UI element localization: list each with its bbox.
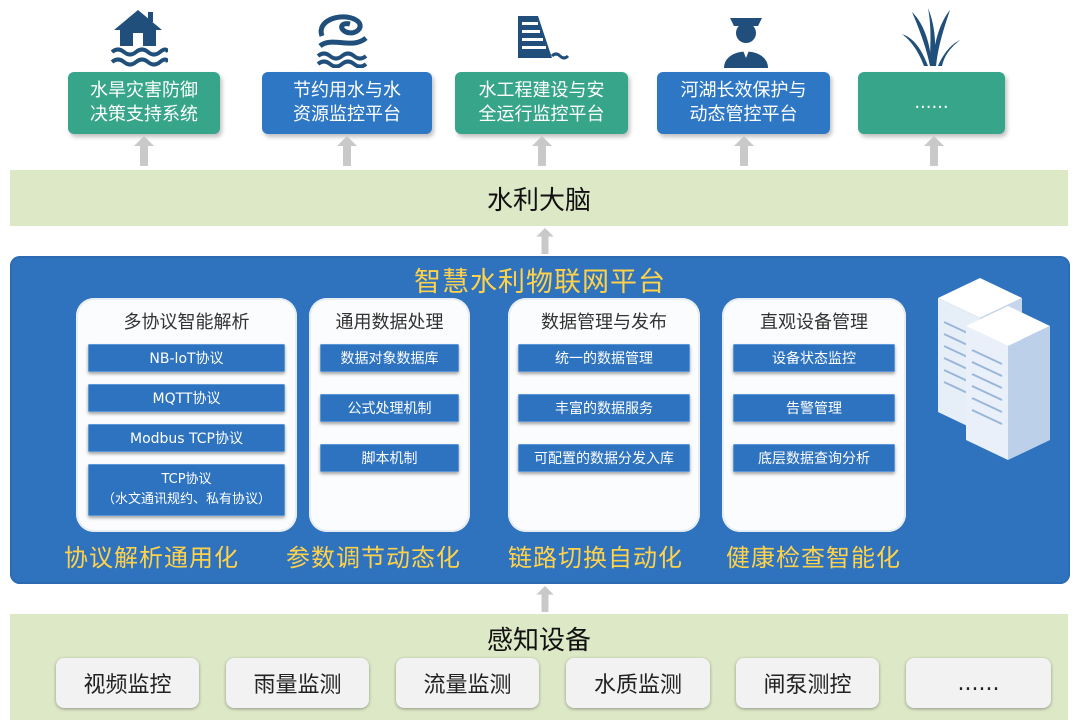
protocol-tcp-label: TCP协议	[161, 472, 212, 487]
card-title: 通用数据处理	[335, 312, 444, 333]
up-arrow-icon	[532, 136, 552, 166]
card-protocol-parsing: 多协议智能解析 NB-loT协议 MQTT协议 Modbus TCP协议 TCP…	[76, 298, 297, 532]
protocol-tcp[interactable]: TCP协议 （水文通讯规约、私有协议）	[88, 464, 285, 516]
brain-band: 水利大脑	[10, 170, 1068, 226]
app-water-resources[interactable]: 节约用水与水 资源监控平台	[262, 72, 432, 134]
app-flood-defense[interactable]: 水旱灾害防御 决策支持系统	[68, 72, 220, 134]
dam-icon	[512, 6, 572, 68]
device-more[interactable]: ......	[906, 658, 1051, 708]
protocol-modbus[interactable]: Modbus TCP协议	[88, 424, 285, 452]
app-river-lake[interactable]: 河湖长效保护与 动态管控平台	[657, 72, 830, 134]
up-arrow-icon	[924, 136, 944, 166]
platform-title: 智慧水利物联网平台	[414, 267, 666, 298]
unified-data-management[interactable]: 统一的数据管理	[518, 344, 690, 372]
device-status-monitor[interactable]: 设备状态监控	[733, 344, 895, 372]
flood-house-icon	[108, 6, 170, 68]
protocol-tcp-detail: （水文通讯规约、私有协议）	[101, 492, 271, 507]
up-arrow-icon	[734, 136, 754, 166]
data-distribution[interactable]: 可配置的数据分发入库	[518, 444, 690, 472]
protocol-mqtt[interactable]: MQTT协议	[88, 384, 285, 412]
caption-protocol: 协议解析通用化	[64, 544, 239, 572]
card-title: 数据管理与发布	[541, 312, 667, 333]
device-water-quality[interactable]: 水质监测	[566, 658, 710, 708]
formula-mechanism[interactable]: 公式处理机制	[320, 394, 459, 422]
protocol-nb-iot[interactable]: NB-loT协议	[88, 344, 285, 372]
perception-title: 感知设备	[486, 626, 591, 656]
data-services[interactable]: 丰富的数据服务	[518, 394, 690, 422]
up-arrow-icon	[535, 228, 555, 254]
server-rack-icon	[932, 272, 1058, 460]
reed-grass-icon	[900, 6, 960, 68]
device-gate-pump[interactable]: 闸泵测控	[736, 658, 879, 708]
device-video[interactable]: 视频监控	[56, 658, 199, 708]
card-title: 多协议智能解析	[123, 312, 250, 333]
card-title: 直观设备管理	[760, 312, 868, 333]
app-more[interactable]: ......	[858, 72, 1005, 134]
script-mechanism[interactable]: 脚本机制	[320, 444, 459, 472]
water-swirl-icon	[312, 6, 372, 69]
up-arrow-icon	[337, 136, 357, 166]
up-arrow-icon	[134, 136, 154, 166]
card-data-processing: 通用数据处理 数据对象数据库 公式处理机制 脚本机制	[309, 298, 470, 532]
alarm-management[interactable]: 告警管理	[733, 394, 895, 422]
inspector-person-icon	[716, 6, 776, 68]
data-query-analysis[interactable]: 底层数据查询分析	[733, 444, 895, 472]
caption-parameter: 参数调节动态化	[286, 544, 461, 572]
brain-label: 水利大脑	[486, 186, 591, 216]
device-rainfall[interactable]: 雨量监测	[226, 658, 369, 708]
caption-health: 健康检查智能化	[726, 544, 901, 572]
app-water-engineering[interactable]: 水工程建设与安 全运行监控平台	[455, 72, 628, 134]
device-flow[interactable]: 流量监测	[396, 658, 539, 708]
caption-link: 链路切换自动化	[508, 544, 683, 572]
up-arrow-icon	[535, 586, 555, 612]
card-data-management: 数据管理与发布 统一的数据管理 丰富的数据服务 可配置的数据分发入库	[508, 298, 700, 532]
data-object-db[interactable]: 数据对象数据库	[320, 344, 459, 372]
card-device-management: 直观设备管理 设备状态监控 告警管理 底层数据查询分析	[722, 298, 906, 532]
